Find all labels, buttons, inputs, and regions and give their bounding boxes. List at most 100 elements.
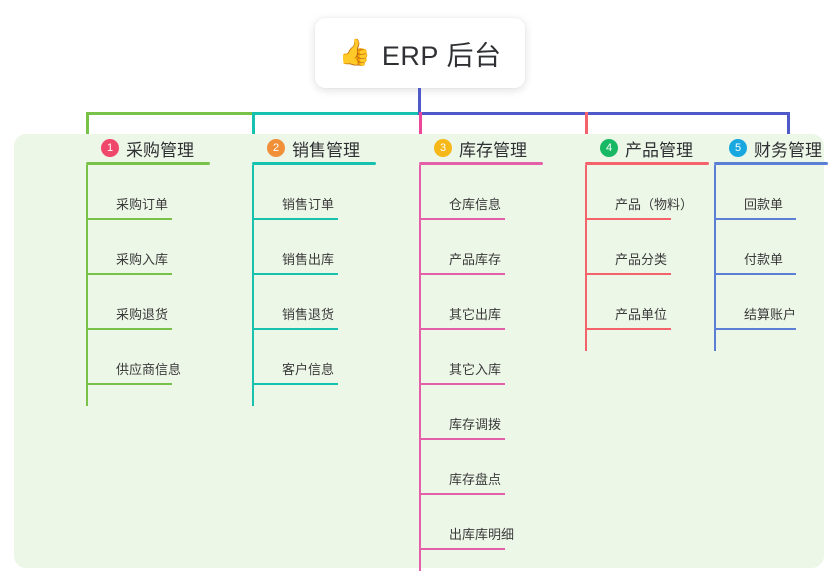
module-item[interactable]: 产品单位 <box>585 275 709 330</box>
module-header-underline <box>714 162 828 165</box>
module-header-underline <box>86 162 210 165</box>
module-column-1: 1 采购管理采购订单采购入库采购退货供应商信息 <box>86 134 210 406</box>
module-item-label: 产品库存 <box>449 252 502 267</box>
module-item-label: 库存盘点 <box>449 472 502 487</box>
module-item-underline <box>587 218 671 220</box>
module-item-underline <box>88 218 172 220</box>
module-number-badge: 5 <box>729 139 747 157</box>
module-item-label: 采购入库 <box>116 252 169 267</box>
module-item[interactable]: 仓库信息 <box>419 165 543 220</box>
module-item[interactable]: 其它出库 <box>419 275 543 330</box>
module-spine <box>252 165 254 406</box>
module-item-underline <box>421 218 505 220</box>
module-item-label: 销售出库 <box>282 252 335 267</box>
module-item[interactable]: 客户信息 <box>252 330 376 385</box>
module-item[interactable]: 付款单 <box>714 220 828 275</box>
module-item[interactable]: 产品库存 <box>419 220 543 275</box>
module-items: 回款单付款单结算账户 <box>714 165 828 351</box>
module-item[interactable]: 产品（物料） <box>585 165 709 220</box>
module-item-label: 仓库信息 <box>449 197 502 212</box>
connector-root-vertical <box>418 88 421 115</box>
module-item-underline <box>587 328 671 330</box>
module-header-5[interactable]: 5 财务管理 <box>714 134 828 162</box>
module-item-label: 其它入库 <box>449 362 502 377</box>
module-column-4: 4 产品管理产品（物料） 产品分类产品单位 <box>585 134 709 351</box>
module-column-5: 5 财务管理回款单付款单结算账户 <box>714 134 828 351</box>
module-spine <box>585 165 587 351</box>
module-item-label: 付款单 <box>744 252 784 267</box>
connector-drop-column-3 <box>419 112 422 140</box>
module-title: 财务管理 <box>754 140 822 160</box>
module-item[interactable]: 出库库明细 <box>419 495 543 550</box>
module-item[interactable]: 库存调拨 <box>419 385 543 440</box>
module-header-underline <box>252 162 376 165</box>
module-item[interactable]: 采购入库 <box>86 220 210 275</box>
module-item[interactable]: 其它入库 <box>419 330 543 385</box>
module-item[interactable]: 供应商信息 <box>86 330 210 385</box>
connector-horizontal-indigo <box>418 112 790 115</box>
module-title: 采购管理 <box>126 140 194 160</box>
module-item-label: 客户信息 <box>282 362 335 377</box>
module-item-label: 产品（物料） <box>615 197 694 212</box>
module-item[interactable]: 销售订单 <box>252 165 376 220</box>
module-item-label: 其它出库 <box>449 307 502 322</box>
module-header-2[interactable]: 2 销售管理 <box>252 134 376 162</box>
module-header-1[interactable]: 1 采购管理 <box>86 134 210 162</box>
module-header-3[interactable]: 3 库存管理 <box>419 134 543 162</box>
module-spine <box>86 165 88 406</box>
module-item-label: 销售退货 <box>282 307 335 322</box>
module-number-badge: 4 <box>600 139 618 157</box>
module-title: 库存管理 <box>459 140 527 160</box>
module-number-badge: 3 <box>434 139 452 157</box>
module-item-underline <box>254 328 338 330</box>
module-item[interactable]: 回款单 <box>714 165 828 220</box>
module-item-underline <box>88 273 172 275</box>
module-item-underline <box>88 383 172 385</box>
module-item-underline <box>716 328 796 330</box>
module-header-underline <box>419 162 543 165</box>
module-item[interactable]: 采购退货 <box>86 275 210 330</box>
module-title: 销售管理 <box>292 140 360 160</box>
module-column-2: 2 销售管理销售订单销售出库销售退货客户信息 <box>252 134 376 406</box>
module-item[interactable]: 销售出库 <box>252 220 376 275</box>
module-header-underline <box>585 162 709 165</box>
module-item-label: 结算账户 <box>744 307 797 322</box>
module-items: 仓库信息产品库存其它出库其它入库库存调拨库存盘点出库库明细 <box>419 165 543 571</box>
module-item-label: 采购订单 <box>116 197 169 212</box>
module-item[interactable]: 产品分类 <box>585 220 709 275</box>
module-item-underline <box>421 438 505 440</box>
connector-horizontal-green <box>86 112 254 115</box>
module-item-underline <box>254 273 338 275</box>
module-items: 产品（物料） 产品分类产品单位 <box>585 165 709 351</box>
module-item-label: 采购退货 <box>116 307 169 322</box>
module-item-underline <box>421 273 505 275</box>
module-item-underline <box>254 383 338 385</box>
module-spine <box>419 165 421 571</box>
module-items: 采购订单采购入库采购退货供应商信息 <box>86 165 210 406</box>
module-item[interactable]: 销售退货 <box>252 275 376 330</box>
root-title: ERP 后台 <box>381 40 502 71</box>
module-item[interactable]: 采购订单 <box>86 165 210 220</box>
connector-drop-column-4 <box>585 112 588 140</box>
thumbs-up-icon: 👍 <box>338 38 371 68</box>
module-column-3: 3 库存管理仓库信息产品库存其它出库其它入库库存调拨库存盘点出库库明细 <box>419 134 543 571</box>
module-spine <box>714 165 716 351</box>
module-item[interactable]: 库存盘点 <box>419 440 543 495</box>
module-header-4[interactable]: 4 产品管理 <box>585 134 709 162</box>
module-item[interactable]: 结算账户 <box>714 275 828 330</box>
module-item-underline <box>421 328 505 330</box>
module-number-badge: 1 <box>101 139 119 157</box>
module-item-label: 产品单位 <box>615 307 668 322</box>
module-item-label: 库存调拨 <box>449 417 502 432</box>
module-title: 产品管理 <box>625 140 693 160</box>
module-item-label: 产品分类 <box>615 252 668 267</box>
connector-drop-column-2 <box>252 112 255 140</box>
module-item-underline <box>716 218 796 220</box>
module-item-label: 供应商信息 <box>116 362 182 377</box>
module-item-underline <box>421 383 505 385</box>
module-item-underline <box>421 493 505 495</box>
root-node[interactable]: 👍 ERP 后台 <box>315 18 525 88</box>
module-number-badge: 2 <box>267 139 285 157</box>
module-item-label: 回款单 <box>744 197 784 212</box>
